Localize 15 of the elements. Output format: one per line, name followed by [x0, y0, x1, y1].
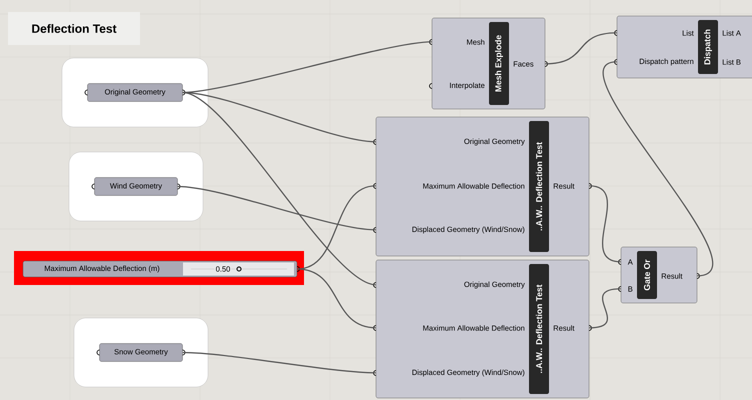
wire	[182, 92, 376, 286]
wire	[603, 61, 713, 276]
wire	[545, 32, 617, 64]
wire	[297, 268, 376, 328]
title-strip: Mesh Explode	[489, 22, 509, 105]
title-panel: Deflection Test	[8, 12, 140, 45]
wire	[589, 288, 621, 328]
title-strip: ..A.W.. Deflection Test	[529, 264, 549, 394]
wire	[589, 185, 621, 262]
wire	[297, 185, 376, 270]
wire	[178, 186, 376, 230]
wire	[182, 352, 376, 374]
title-strip: Gate Or	[637, 251, 657, 299]
title-strip: ..A.W.. Deflection Test	[529, 121, 549, 252]
title-strip: Dispatch	[698, 20, 718, 74]
